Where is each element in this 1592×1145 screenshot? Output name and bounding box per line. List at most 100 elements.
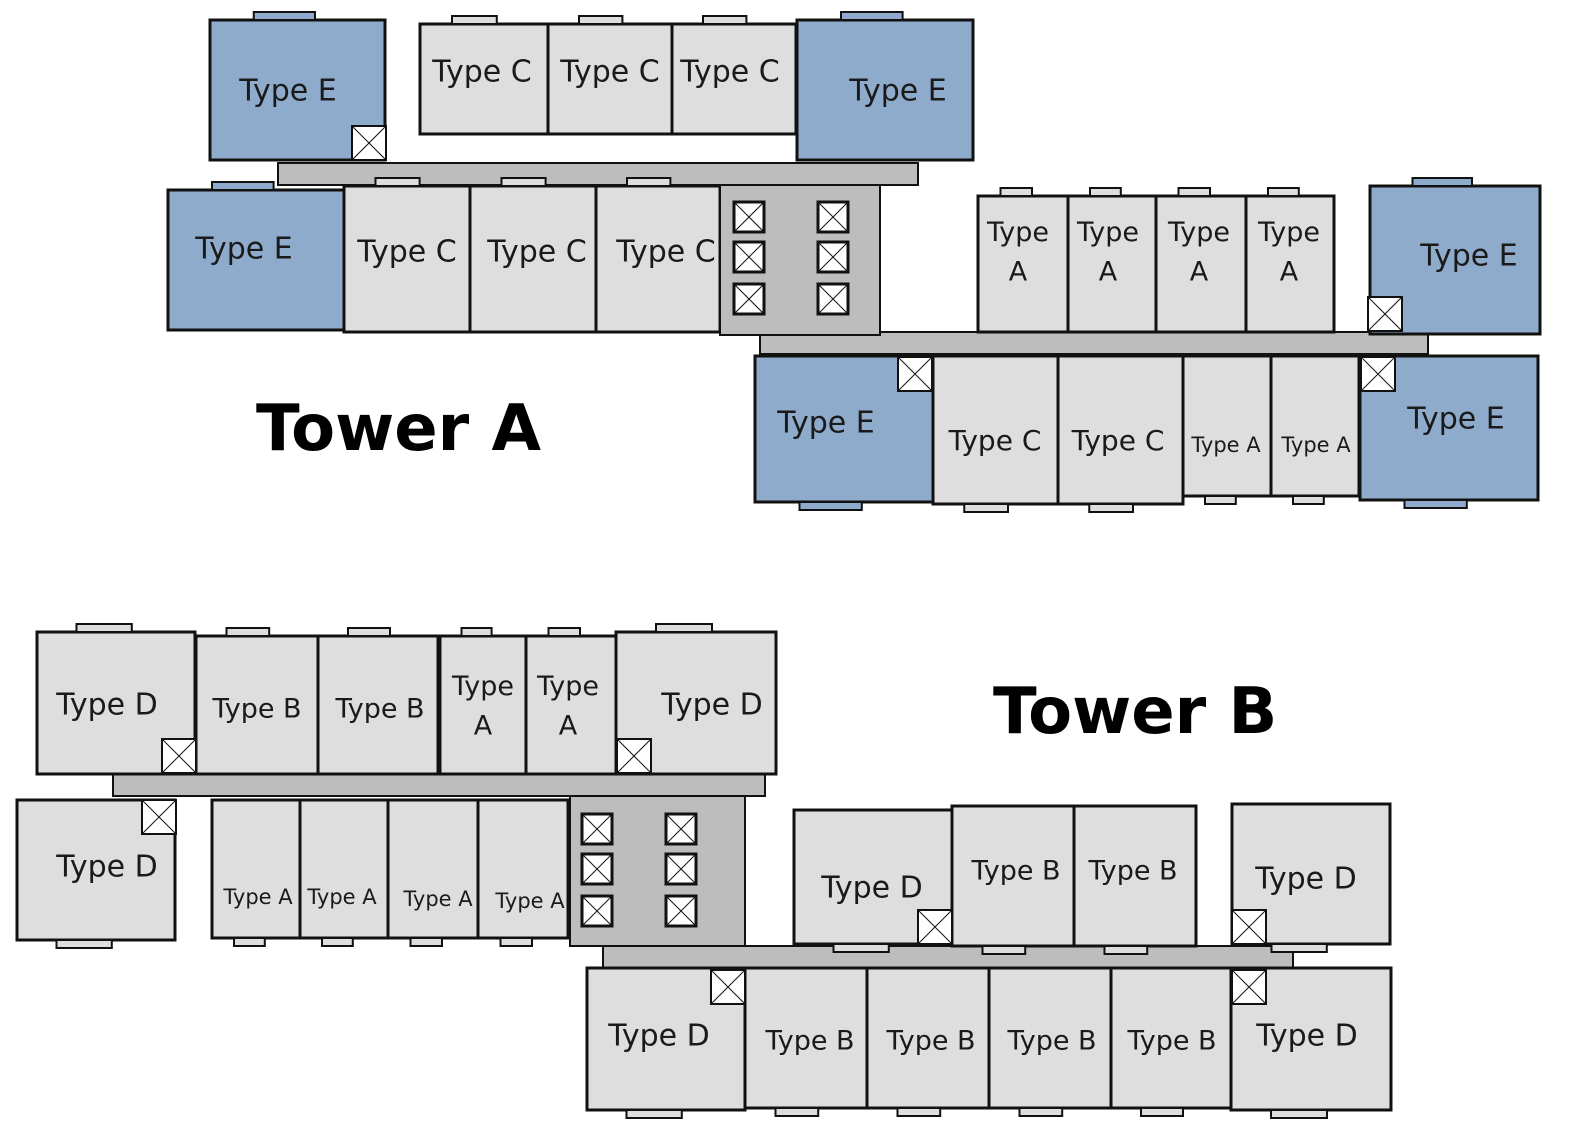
unit-balcony xyxy=(500,177,547,187)
unit-balcony xyxy=(499,937,533,947)
unit-label-a18: Type A xyxy=(1190,433,1261,457)
unit-balcony xyxy=(840,11,904,21)
elevator-shaft xyxy=(664,852,698,886)
unit-balcony xyxy=(999,187,1033,197)
unit-a19 xyxy=(1269,354,1361,498)
unit-balcony xyxy=(798,501,863,511)
unit-a18 xyxy=(1181,354,1273,498)
duct-void xyxy=(616,738,652,774)
unit-label-b8: Type A xyxy=(222,885,293,909)
unit-balcony xyxy=(252,11,316,21)
unit-label-b21: Type D xyxy=(1255,1019,1358,1054)
elevator-shaft xyxy=(664,894,698,928)
unit-balcony xyxy=(1292,495,1325,505)
unit-b2 xyxy=(194,634,320,776)
unit-balcony xyxy=(233,937,266,947)
unit-balcony xyxy=(832,943,890,953)
unit-balcony xyxy=(1018,1107,1064,1117)
unit-label-a15: Type E xyxy=(776,406,874,441)
elevator-shaft xyxy=(580,852,614,886)
unit-label-b18: Type B xyxy=(885,1026,975,1057)
unit-balcony xyxy=(1103,945,1149,955)
unit-b8 xyxy=(210,798,302,940)
unit-a13 xyxy=(1244,194,1336,334)
unit-a7 xyxy=(342,184,472,334)
duct-void xyxy=(1360,356,1396,392)
duct-void xyxy=(917,909,953,945)
unit-balcony xyxy=(347,627,391,637)
unit-a16 xyxy=(931,354,1060,506)
unit-balcony xyxy=(547,627,581,637)
unit-b5 xyxy=(524,634,618,776)
unit-balcony xyxy=(1267,187,1300,197)
unit-label-a14: Type E xyxy=(1419,239,1517,274)
unit-balcony xyxy=(1204,495,1237,505)
unit-balcony xyxy=(963,503,1009,513)
elevator-shaft xyxy=(816,240,850,274)
elevator-shaft xyxy=(732,200,766,234)
duct-void xyxy=(1231,909,1267,945)
unit-label-b3: Type B xyxy=(334,694,424,725)
unit-balcony xyxy=(981,945,1027,955)
unit-balcony xyxy=(451,15,498,25)
unit-balcony xyxy=(374,177,421,187)
unit-balcony xyxy=(1411,177,1473,187)
unit-label-a7: Type C xyxy=(356,235,456,270)
unit-a17 xyxy=(1056,354,1185,506)
unit-balcony xyxy=(625,1109,683,1119)
tower-a-title: Tower A xyxy=(256,392,542,466)
elevator-shaft xyxy=(580,812,614,846)
unit-label-b20: Type B xyxy=(1126,1026,1216,1057)
unit-balcony xyxy=(702,15,748,25)
unit-a5 xyxy=(795,18,975,162)
corridor xyxy=(112,771,766,797)
unit-b17 xyxy=(743,966,869,1110)
elevator-shaft xyxy=(816,200,850,234)
unit-label-a3: Type C xyxy=(559,55,659,90)
labels-layer: Type E Type C Type C Type C Type E Type E Type… xyxy=(55,55,1517,1057)
unit-balcony xyxy=(1270,1109,1328,1119)
duct-void xyxy=(897,356,933,392)
unit-label-a2: Type C xyxy=(431,55,531,90)
unit-a8 xyxy=(468,184,598,334)
unit-label-b10: Type A xyxy=(402,887,473,911)
unit-balcony xyxy=(225,627,271,637)
duct-void xyxy=(141,799,177,835)
unit-b9 xyxy=(298,798,390,940)
unit-balcony xyxy=(409,937,443,947)
unit-balcony xyxy=(774,1107,820,1117)
unit-b11 xyxy=(476,798,570,940)
unit-balcony xyxy=(578,15,624,25)
duct-void xyxy=(1367,296,1403,332)
unit-balcony xyxy=(1088,503,1134,513)
unit-label-a20: Type E xyxy=(1406,402,1504,437)
unit-balcony xyxy=(1270,943,1328,953)
unit-label-b7: Type D xyxy=(55,850,158,885)
unit-b18 xyxy=(865,966,991,1110)
unit-balcony xyxy=(1089,187,1122,197)
cores-layer xyxy=(141,125,1403,1005)
unit-label-a8: Type C xyxy=(486,235,586,270)
unit-b10 xyxy=(386,798,480,940)
unit-label-a16: Type C xyxy=(948,424,1042,457)
unit-a12 xyxy=(1154,194,1248,334)
unit-b19 xyxy=(987,966,1113,1110)
elevator-shaft xyxy=(732,282,766,316)
unit-label-b1: Type D xyxy=(55,688,158,723)
elevator-shaft xyxy=(816,282,850,316)
unit-balcony xyxy=(460,627,493,637)
unit-label-a4: Type C xyxy=(679,55,779,90)
unit-label-b15: Type D xyxy=(1254,862,1357,897)
unit-b20 xyxy=(1109,966,1233,1110)
unit-label-b17: Type B xyxy=(764,1026,854,1057)
unit-balcony xyxy=(211,181,275,191)
unit-label-a19: Type A xyxy=(1280,433,1351,457)
duct-void xyxy=(351,125,387,161)
corridor xyxy=(602,945,1294,969)
elevator-shaft xyxy=(580,894,614,928)
